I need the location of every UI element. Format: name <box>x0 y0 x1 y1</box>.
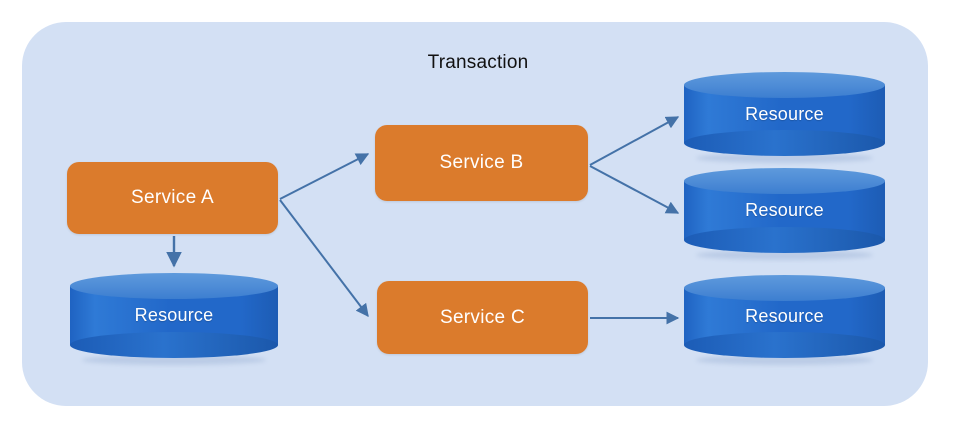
node-resource-middle[interactable]: Resource <box>684 168 885 260</box>
node-resource-left[interactable]: Resource <box>70 273 278 365</box>
cylinder-top-ellipse <box>70 273 278 299</box>
node-service-a-label: Service A <box>131 187 214 208</box>
node-resource-bottom[interactable]: Resource <box>684 275 885 365</box>
node-resource-bottom-label: Resource <box>745 306 824 326</box>
node-resource-left-label: Resource <box>134 305 214 325</box>
cylinder-bottom-ellipse <box>684 332 885 358</box>
cylinder-top-ellipse <box>684 168 885 194</box>
node-service-b[interactable]: Service B <box>375 125 588 201</box>
cylinder-bottom-ellipse <box>684 130 885 156</box>
node-resource-middle-label: Resource <box>745 200 824 220</box>
node-service-b-label: Service B <box>439 152 524 173</box>
cylinder-bottom-ellipse <box>684 227 885 253</box>
cylinder-top-ellipse <box>684 275 885 301</box>
node-resource-top-label: Resource <box>745 103 824 124</box>
cylinder-bottom-ellipse <box>70 332 278 358</box>
node-service-a[interactable]: Service A <box>67 162 278 234</box>
diagram-title-text: Transaction <box>427 52 529 73</box>
node-service-c-label: Service C <box>439 306 526 328</box>
node-resource-top[interactable]: Resource <box>684 72 885 163</box>
cylinder-top-ellipse <box>684 72 885 98</box>
cylinder-shadow <box>696 250 873 260</box>
cylinder-shadow <box>696 153 873 163</box>
cylinder-shadow <box>696 355 873 365</box>
diagram-title: Transaction <box>0 52 962 74</box>
cylinder-shadow <box>82 355 266 365</box>
node-service-c[interactable]: Service C <box>377 281 588 354</box>
